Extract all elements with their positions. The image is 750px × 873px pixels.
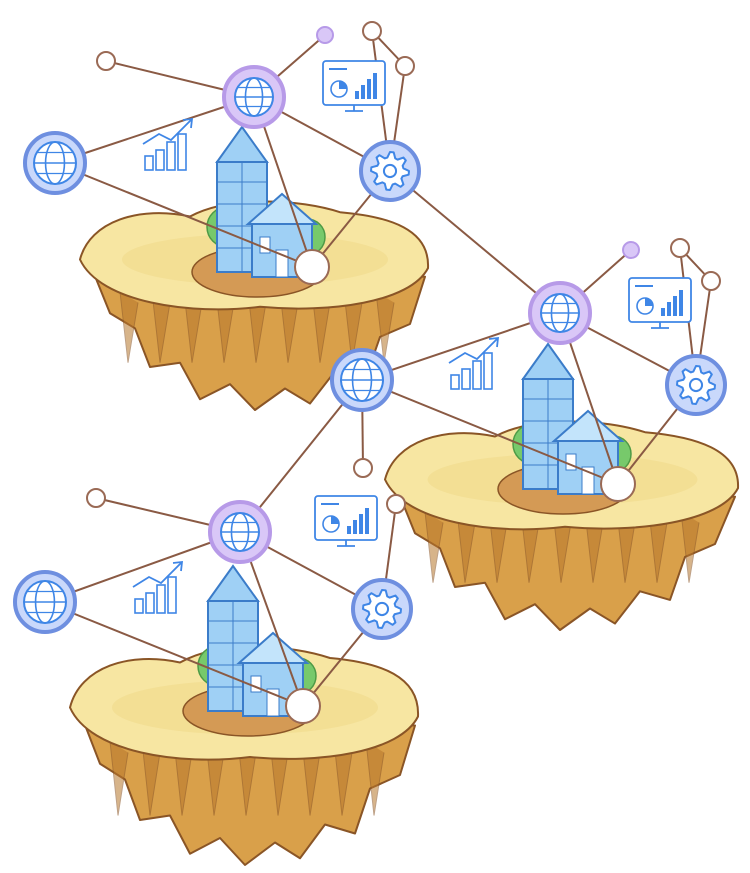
- bar-chart-icon-bar: [473, 361, 481, 389]
- endpoint-node-active: [317, 27, 333, 43]
- dashboard-bar: [373, 73, 377, 99]
- dashboard-bar: [367, 79, 371, 99]
- bar-chart-icon-bar: [178, 134, 186, 170]
- endpoint-node: [87, 489, 105, 507]
- hall-window: [566, 454, 576, 470]
- dashboard-bar: [355, 91, 359, 99]
- bar-chart-icon-bar: [156, 150, 164, 170]
- endpoint-node-active: [623, 242, 639, 258]
- endpoint-node: [671, 239, 689, 257]
- bar-chart-icon-bar: [462, 369, 470, 389]
- dashboard-bar: [673, 296, 677, 316]
- dashboard-bar: [365, 508, 369, 534]
- bar-chart-icon-bar: [167, 142, 175, 170]
- endpoint-node: [354, 459, 372, 477]
- dashboard-bar: [667, 302, 671, 316]
- endpoint-node: [363, 22, 381, 40]
- dashboard-bar: [361, 85, 365, 99]
- dashboard-bar: [353, 520, 357, 534]
- bar-chart-icon-bar: [168, 577, 176, 613]
- dashboard-bar: [661, 308, 665, 316]
- bar-chart-icon-bar: [157, 585, 165, 613]
- anchor-node: [295, 250, 329, 284]
- hall-window: [251, 676, 261, 692]
- endpoint-node: [387, 495, 405, 513]
- tower-roof: [208, 566, 258, 601]
- gear-hub: [384, 165, 396, 177]
- anchor-node: [286, 689, 320, 723]
- bar-chart-icon-bar: [145, 156, 153, 170]
- dashboard-bar: [679, 290, 683, 316]
- tower-roof: [217, 127, 267, 162]
- dashboard-bar: [359, 514, 363, 534]
- endpoint-node: [97, 52, 115, 70]
- endpoint-node: [396, 57, 414, 75]
- gear-hub: [690, 379, 702, 391]
- hall-window: [260, 237, 270, 253]
- cluster-bottom-left: [15, 489, 418, 865]
- gear-hub: [376, 603, 388, 615]
- bar-chart-icon-bar: [146, 593, 154, 613]
- bar-chart-icon-bar: [135, 599, 143, 613]
- tower-roof: [523, 344, 573, 379]
- anchor-node: [601, 467, 635, 501]
- dashboard-bar: [347, 526, 351, 534]
- bar-chart-icon-bar: [451, 375, 459, 389]
- endpoint-node: [702, 272, 720, 290]
- bar-chart-icon-bar: [484, 353, 492, 389]
